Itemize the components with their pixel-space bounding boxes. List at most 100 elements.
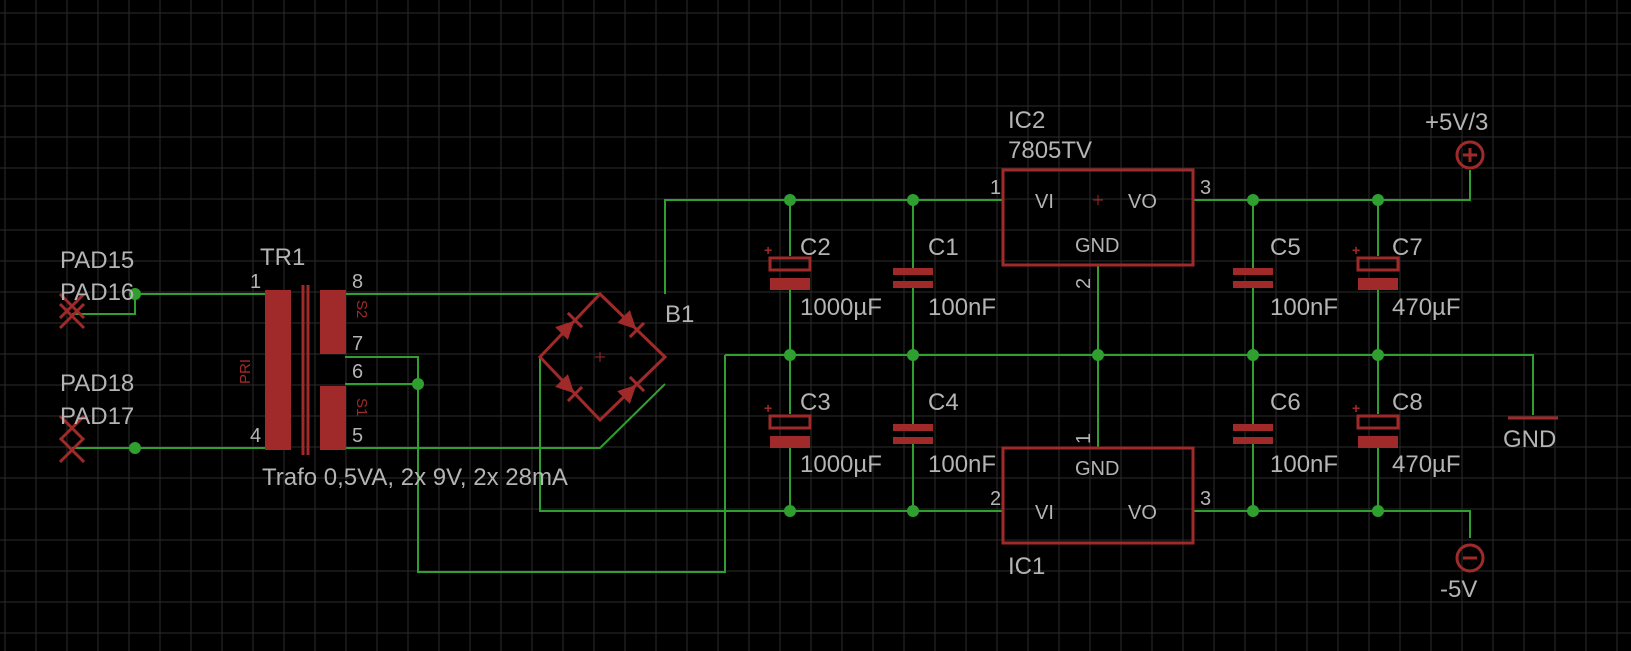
capacitor-c5[interactable] [1233, 268, 1273, 288]
ic1-vi-label: VI [1035, 502, 1054, 524]
supply-pos-label: +5V/3 [1425, 109, 1488, 136]
c4-value: 100nF [928, 451, 996, 478]
tr1-pin1: 1 [250, 271, 261, 293]
ic2-ref: IC2 [1008, 107, 1045, 134]
cap-plate-positive [768, 414, 812, 430]
capacitor-c4[interactable] [893, 424, 933, 444]
tr1-pin7: 7 [352, 333, 363, 355]
wire-s2-top[interactable] [345, 293, 666, 358]
c3-plus-icon: + [764, 400, 772, 416]
c3-ref: C3 [800, 389, 831, 416]
c1-value: 100nF [928, 294, 996, 321]
tr1-s2-label: S2 [353, 300, 370, 318]
supply-pos-5v[interactable] [1455, 140, 1485, 170]
pad-x-icon [58, 302, 86, 330]
transformer-tr1[interactable] [265, 285, 346, 455]
pad16-label: PAD16 [60, 279, 134, 306]
wire-ground-rail[interactable] [725, 354, 1534, 415]
plus-supply-icon [1455, 140, 1485, 170]
cap-plate [893, 268, 933, 275]
pad-x-icon [58, 436, 86, 464]
wire-ic1-out[interactable] [1193, 510, 1471, 538]
bridge-outline [537, 291, 668, 423]
c8-plus-icon: + [1352, 400, 1360, 416]
c4-ref: C4 [928, 389, 959, 416]
c2-value: 1000µF [800, 294, 882, 321]
cap-plate [1233, 424, 1273, 431]
junction [907, 505, 919, 517]
junction [784, 194, 796, 206]
tr1-pri-label: PRI [237, 359, 254, 384]
cap-plate [1233, 437, 1273, 444]
c8-value: 470µF [1392, 451, 1461, 478]
pad-x-icon [58, 414, 86, 442]
c2-ref: C2 [800, 234, 831, 261]
junction [907, 349, 919, 361]
c5-value: 100nF [1270, 294, 1338, 321]
capacitor-c1[interactable] [893, 268, 933, 288]
supply-neg-5v[interactable] [1455, 543, 1485, 573]
c1-ref: C1 [928, 234, 959, 261]
tr1-secondary-s1 [320, 386, 346, 450]
c3-value: 1000µF [800, 451, 882, 478]
cap-plate-positive [1356, 256, 1400, 272]
capacitor-c8[interactable] [1356, 414, 1400, 448]
ic2-pin3: 3 [1200, 177, 1211, 199]
pad15-label: PAD15 [60, 247, 134, 274]
cap-plate [893, 424, 933, 431]
capacitor-c3[interactable] [768, 414, 812, 448]
tr1-ref: TR1 [260, 244, 305, 271]
capacitor-c2[interactable] [768, 256, 812, 290]
ic1-ref: IC1 [1008, 553, 1045, 580]
supply-gnd-label: GND [1503, 426, 1556, 453]
junction [1247, 505, 1259, 517]
junction [784, 505, 796, 517]
junction [129, 442, 141, 454]
wire-bridge-negative[interactable] [539, 357, 1003, 512]
wire-s1-bottom[interactable] [345, 383, 666, 449]
c6-ref: C6 [1270, 389, 1301, 416]
capacitor-c7[interactable] [1356, 256, 1400, 290]
junctions [129, 194, 1384, 517]
tr1-value: Trafo 0,5VA, 2x 9V, 2x 28mA [262, 464, 568, 491]
c8-ref: C8 [1392, 389, 1423, 416]
ic2-gnd-label: GND [1075, 235, 1119, 257]
ic1-vo-label: VO [1128, 502, 1157, 524]
regulator-ic2[interactable] [1001, 168, 1195, 267]
tr1-pin8: 8 [352, 271, 363, 293]
cap-plate [1233, 268, 1273, 275]
junction [1372, 505, 1384, 517]
wires [72, 170, 1534, 573]
tr1-pin6: 6 [352, 361, 363, 383]
c6-value: 100nF [1270, 451, 1338, 478]
wire-ic2-out[interactable] [1193, 170, 1471, 201]
c7-value: 470µF [1392, 294, 1461, 321]
ic2-vi-label: VI [1035, 191, 1054, 213]
capacitor-c6[interactable] [1233, 424, 1273, 444]
cap-plate-negative [1358, 436, 1398, 448]
regulator-ic1[interactable] [1001, 446, 1195, 545]
ic1-body [1001, 446, 1195, 545]
wire-bridge-positive[interactable] [664, 199, 1003, 294]
cap-plate-negative [1358, 278, 1398, 290]
pad-pad17[interactable] [58, 414, 86, 464]
wire-pad16-net[interactable] [72, 294, 136, 315]
pad-pad16[interactable] [58, 292, 86, 330]
ic2-pin2: 2 [1073, 278, 1095, 289]
junction [784, 349, 796, 361]
wire-center-tap[interactable] [345, 355, 726, 573]
minus-supply-icon [1455, 543, 1485, 573]
c7-plus-icon: + [1352, 242, 1360, 258]
junction [412, 378, 424, 390]
junction [907, 194, 919, 206]
pad18-label: PAD18 [60, 370, 134, 397]
tr1-secondary-s2 [320, 290, 346, 354]
supply-neg-label: -5V [1440, 576, 1477, 603]
ic1-pin3: 3 [1200, 488, 1211, 510]
c5-ref: C5 [1270, 234, 1301, 261]
tr1-pin5: 5 [352, 425, 363, 447]
cap-plate [893, 281, 933, 288]
junction [1092, 349, 1104, 361]
